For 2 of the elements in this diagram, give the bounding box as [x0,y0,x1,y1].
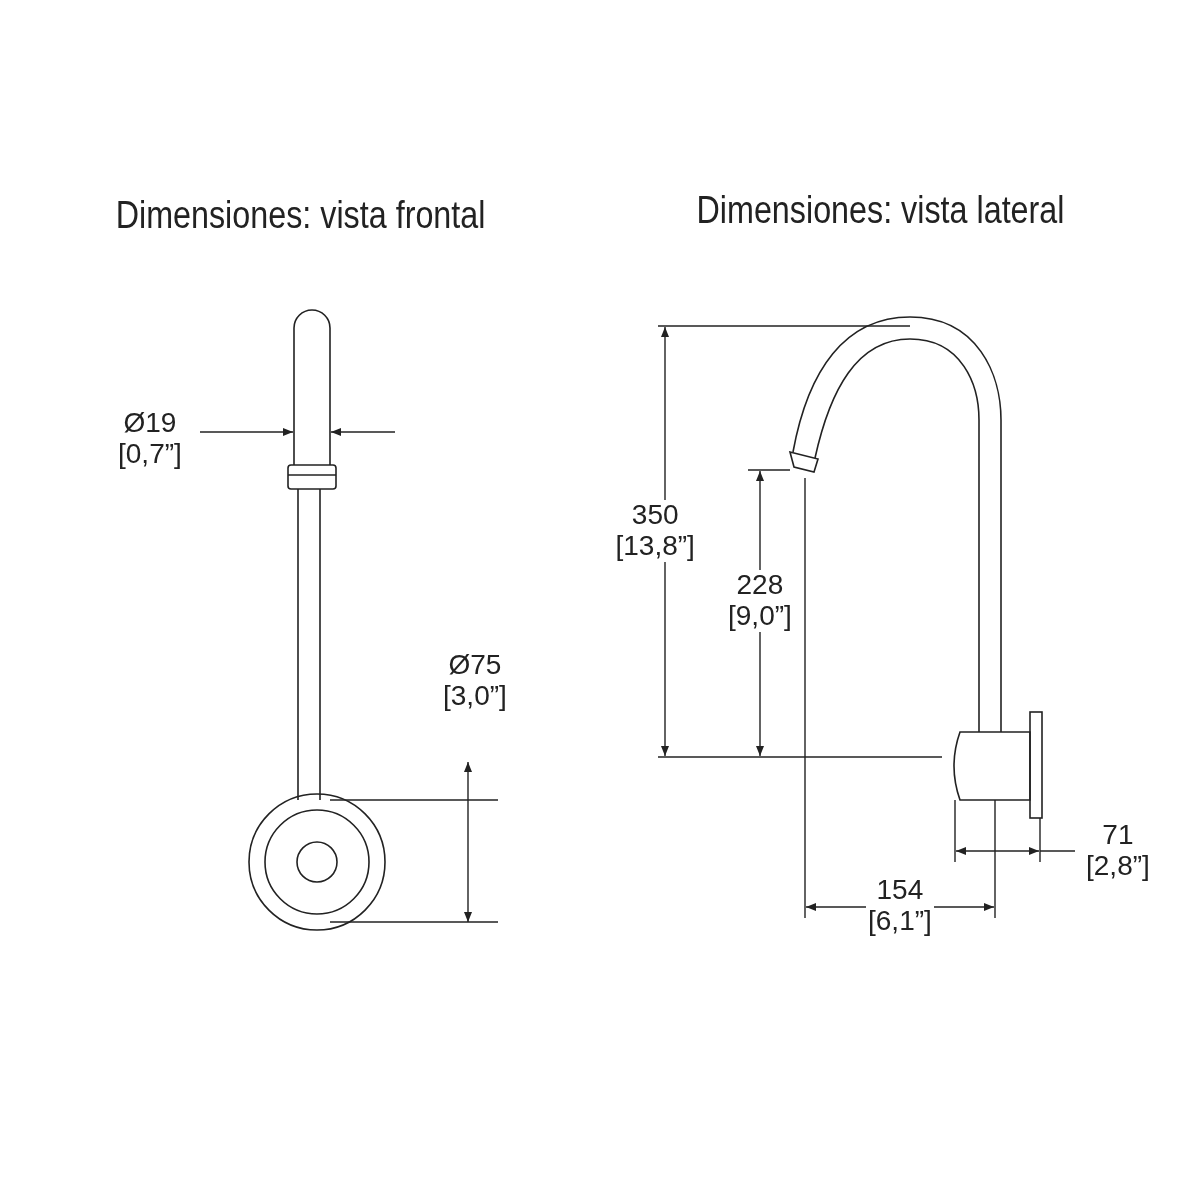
view-heading: Dimensiones: vista frontal [115,195,485,237]
view-heading: Dimensiones: vista lateral [695,190,1064,232]
